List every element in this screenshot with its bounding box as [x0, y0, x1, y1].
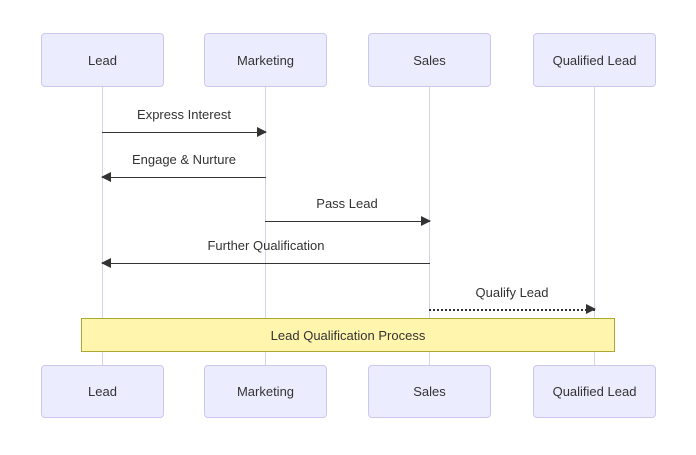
actor-top-lead: Lead	[41, 33, 164, 87]
actor-label: Qualified Lead	[552, 384, 637, 399]
actor-label: Marketing	[236, 384, 295, 399]
message-arrow-express-interest	[102, 127, 267, 137]
lifeline-marketing	[265, 87, 266, 365]
actor-top-sales: Sales	[368, 33, 491, 87]
lifeline-sales	[429, 87, 430, 365]
actor-bottom-qualified-lead: Qualified Lead	[533, 365, 656, 418]
message-arrow-engage-nurture	[101, 172, 266, 182]
actor-top-qualified-lead: Qualified Lead	[533, 33, 656, 87]
lifeline-lead	[102, 87, 103, 365]
actor-top-marketing: Marketing	[204, 33, 327, 87]
message-arrow-pass-lead	[265, 216, 431, 226]
actor-label: Qualified Lead	[552, 52, 637, 68]
message-arrow-further-qualification	[101, 258, 430, 268]
note-label: Lead Qualification Process	[270, 327, 426, 343]
lifeline-qualified-lead	[594, 87, 595, 365]
actor-bottom-lead: Lead	[41, 365, 164, 418]
message-label-further-qualification: Further Qualification	[207, 238, 325, 253]
message-label-qualify-lead: Qualify Lead	[475, 285, 549, 300]
actor-label: Sales	[413, 384, 446, 399]
actor-label: Lead	[88, 52, 117, 68]
actor-label: Sales	[413, 52, 446, 68]
actor-label: Marketing	[236, 52, 295, 68]
actor-label: Lead	[88, 384, 117, 399]
note-lead-qualification-process: Lead Qualification Process	[81, 318, 615, 352]
message-label-express-interest: Express Interest	[137, 107, 231, 122]
message-label-pass-lead: Pass Lead	[316, 196, 378, 211]
message-label-engage-nurture: Engage & Nurture	[131, 152, 237, 167]
message-arrow-qualify-lead	[429, 304, 596, 314]
actor-bottom-sales: Sales	[368, 365, 491, 418]
actor-bottom-marketing: Marketing	[204, 365, 327, 418]
